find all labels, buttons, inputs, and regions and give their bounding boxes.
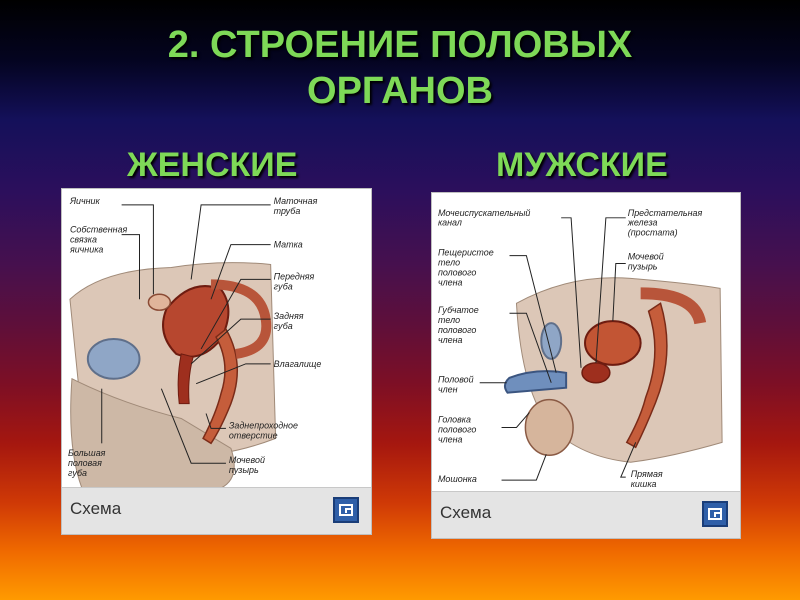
female-label-post-lip-1: Задняя <box>274 311 304 321</box>
female-anatomy-figure: Яичник Собственная связка яичника Маточн… <box>68 196 322 489</box>
male-label-bladder-2: пузырь <box>628 261 658 271</box>
male-expand-icon[interactable] <box>702 501 728 527</box>
female-diagram-panel: Яичник Собственная связка яичника Маточн… <box>61 188 372 535</box>
male-label-urethra-2: канал <box>438 218 462 228</box>
male-label-cavernous-1: Пещеристое <box>438 248 494 258</box>
female-label-ovary-lig-3: яичника <box>69 245 103 255</box>
male-expand-icon-corner <box>714 512 722 517</box>
female-label-labia-2: половая <box>68 458 102 468</box>
male-label-glans-1: Головка <box>438 414 471 424</box>
male-label-rectum-1: Прямая <box>631 469 663 479</box>
male-label-spongy-3: полового <box>438 325 476 335</box>
female-label-bladder-2: пузырь <box>229 465 259 475</box>
female-label-ovary-lig-1: Собственная <box>70 225 128 235</box>
female-label-tube-2: труба <box>274 206 301 216</box>
female-label-labia-3: губа <box>68 468 87 478</box>
male-schema-bar: Схема <box>432 491 740 538</box>
female-label-vagina: Влагалище <box>274 359 322 369</box>
female-lower-tissue <box>70 377 235 489</box>
female-schema-bar: Схема <box>62 487 371 534</box>
female-label-post-lip-2: губа <box>274 321 293 331</box>
female-ovary-shape <box>147 293 172 311</box>
male-label-cavernous-4: члена <box>438 277 463 287</box>
male-rectum-shape <box>625 302 668 449</box>
male-label-prostate-1: Предстательная <box>628 208 703 218</box>
male-heading: МУЖСКИЕ <box>496 146 668 184</box>
female-label-tube-1: Маточная <box>274 196 318 206</box>
male-expand-icon-frame <box>708 508 722 520</box>
male-label-rectum-2: кишка <box>631 479 657 489</box>
female-label-anus-1: Заднепроходное <box>229 420 298 430</box>
male-label-urethra-1: Мочеиспускательный <box>438 208 530 218</box>
male-label-glans-3: члена <box>438 434 463 444</box>
female-label-bladder-1: Мочевой <box>229 455 265 465</box>
female-label-uterus: Матка <box>274 240 303 250</box>
female-label-ovary: Яичник <box>69 196 101 206</box>
male-diagram-panel: Мочеиспускательный канал Предстательная … <box>431 192 741 539</box>
male-label-penis-2: член <box>438 385 458 395</box>
female-label-ant-lip-1: Передняя <box>274 271 315 281</box>
female-heading: ЖЕНСКИЕ <box>127 146 298 184</box>
female-label-ant-lip-2: губа <box>274 281 293 291</box>
title-line-1: 2. СТРОЕНИЕ ПОЛОВЫХ <box>167 24 633 66</box>
female-label-anus-2: отверстие <box>229 430 278 440</box>
male-label-penis-1: Половой <box>438 375 474 385</box>
male-testis-shape <box>524 398 574 457</box>
female-vagina-shape <box>177 353 194 405</box>
slide-title: 2. СТРОЕНИЕ ПОЛОВЫХ ОРГАНОВ <box>0 22 800 114</box>
male-anatomy-figure: Мочеиспускательный канал Предстательная … <box>438 208 723 489</box>
male-label-cavernous-2: тело <box>438 258 460 268</box>
female-label-labia-1: Большая <box>68 448 106 458</box>
male-prostate-shape <box>581 362 611 384</box>
female-bladder-shape <box>86 338 141 380</box>
male-label-spongy-4: члена <box>438 335 463 345</box>
female-expand-icon-corner <box>345 508 353 513</box>
male-colon-shape <box>640 287 707 325</box>
male-schema-label: Схема <box>440 503 492 522</box>
male-label-spongy-1: Губчатое <box>438 305 479 315</box>
male-label-bladder-1: Мочевой <box>628 252 664 262</box>
female-expand-icon[interactable] <box>333 497 359 523</box>
title-line-2: ОРГАНОВ <box>307 70 493 112</box>
female-label-ovary-lig-2: связка <box>70 235 97 245</box>
female-expand-icon-frame <box>339 504 353 516</box>
male-bladder-shape <box>584 320 642 366</box>
male-label-spongy-2: тело <box>438 315 460 325</box>
female-schema-label: Схема <box>70 499 122 518</box>
male-label-prostate-2: железа <box>627 218 658 228</box>
male-label-prostate-3: (простата) <box>628 228 678 238</box>
male-label-cavernous-3: полового <box>438 267 476 277</box>
female-rectum-shape <box>202 327 239 445</box>
male-penis-shape <box>504 370 568 394</box>
male-label-scrotum: Мошонка <box>438 474 477 484</box>
male-label-glans-2: полового <box>438 424 476 434</box>
